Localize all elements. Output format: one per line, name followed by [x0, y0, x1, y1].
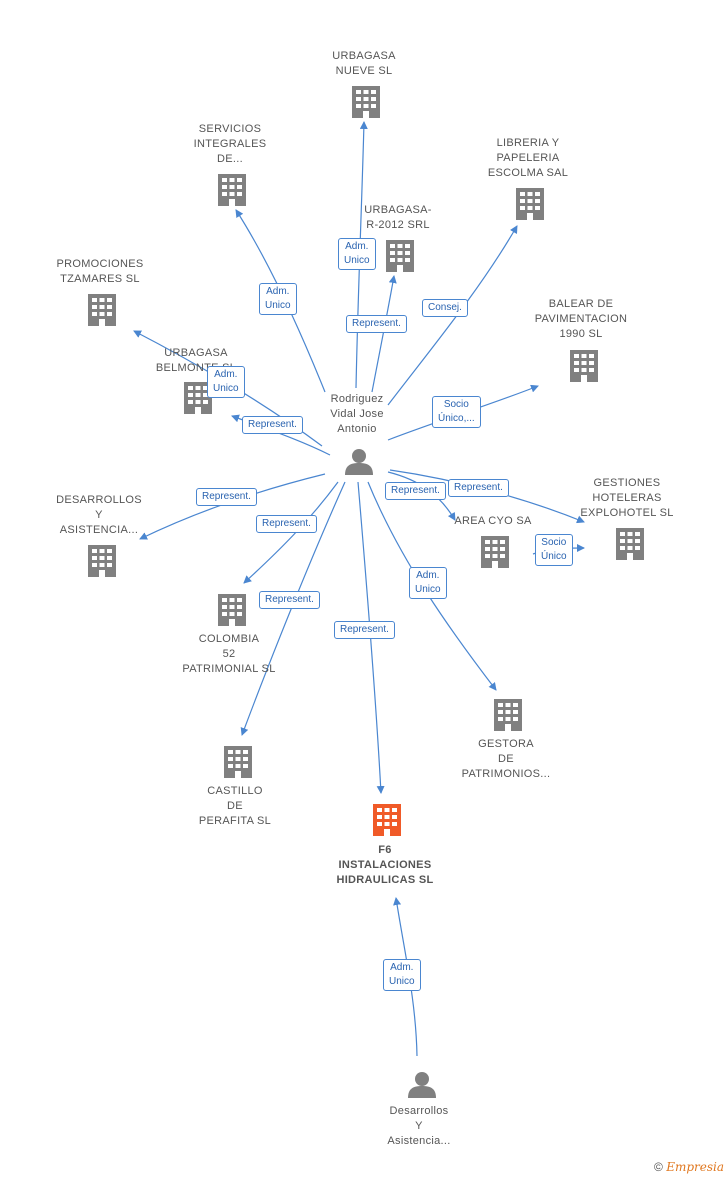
desarrollos-asistencia-person-person-icon[interactable] [408, 1072, 436, 1098]
node-label-balear-pavimentacion[interactable]: BALEAR DE PAVIMENTACION 1990 SL [534, 298, 628, 340]
node-label-urbagasa-belmonte[interactable]: URBAGASA BELMONTE SL [155, 347, 236, 374]
edge-label-represent-colombia[interactable]: Represent. [256, 515, 317, 533]
node-label-area-cyo[interactable]: AREA CYO SA [454, 515, 532, 527]
edge-label-represent-gestiones[interactable]: Represent. [448, 479, 509, 497]
node-label-libreria-papeleria[interactable]: LIBRERIA Y PAPELERIA ESCOLMA SAL [487, 137, 569, 179]
node-label-urbagasa-r2012[interactable]: URBAGASA- R-2012 SRL [364, 204, 432, 231]
node-label-desarrollos-asistencia-person[interactable]: Desarrollos Y Asistencia... [387, 1105, 451, 1147]
edge-label-represent-area[interactable]: Represent. [385, 482, 446, 500]
edge-libreria [387, 225, 518, 406]
edge-colombia [243, 481, 339, 584]
edge-label-represent-r2012[interactable]: Represent. [346, 315, 407, 333]
node-label-castillo-perafita[interactable]: CASTILLO DE PERAFITA SL [198, 785, 272, 827]
brand-logo: Empresia [666, 1160, 724, 1174]
castillo-perafita-building-icon[interactable] [224, 746, 252, 778]
edge-label-represent-castillo[interactable]: Represent. [259, 591, 320, 609]
node-label-gestiones-hoteleras[interactable]: GESTIONES HOTELERAS EXPLOHOTEL SL [580, 477, 674, 519]
edge-label-represent-promociones[interactable]: Represent. [242, 416, 303, 434]
node-label-promociones-tzamares[interactable]: PROMOCIONES TZAMARES SL [56, 258, 144, 285]
urbagasa-r2012-building-icon[interactable] [386, 240, 414, 272]
edge-label-adm-unico-f6[interactable]: Adm. Unico [383, 959, 421, 991]
node-label-f6-instalaciones[interactable]: F6 INSTALACIONES HIDRAULICAS SL [336, 844, 434, 886]
edge-label-socio-balear[interactable]: Socio Único,... [432, 396, 481, 428]
gestiones-hoteleras-building-icon[interactable] [616, 528, 644, 560]
node-label-rodriguez-vidal[interactable]: Rodriguez Vidal Jose Antonio [330, 393, 384, 435]
node-label-desarrollos-asistencia-company[interactable]: DESARROLLOS Y ASISTENCIA... [56, 494, 142, 536]
f6-instalaciones-building-icon[interactable] [373, 804, 401, 836]
credit: © Empresia [654, 1160, 724, 1174]
servicios-integrales-building-icon[interactable] [218, 174, 246, 206]
edge-label-socio-area-gestiones[interactable]: Socio Único [535, 534, 573, 566]
edge-label-adm-unico-nueve[interactable]: Adm. Unico [338, 238, 376, 270]
rodriguez-vidal-person-icon[interactable] [345, 449, 373, 475]
promociones-tzamares-building-icon[interactable] [88, 294, 116, 326]
node-label-servicios-integrales[interactable]: SERVICIOS INTEGRALES DE... [193, 123, 267, 165]
edge-urbagasa-r2012 [371, 275, 397, 393]
urbagasa-nueve-building-icon[interactable] [352, 86, 380, 118]
colombia-52-building-icon[interactable] [218, 594, 246, 626]
balear-pavimentacion-building-icon[interactable] [570, 350, 598, 382]
edge-label-represent-f6[interactable]: Represent. [334, 621, 395, 639]
edge-label-consej-libreria[interactable]: Consej. [422, 299, 468, 317]
edge-label-adm-unico-belmonte[interactable]: Adm. Unico [207, 366, 245, 398]
edge-castillo [240, 481, 346, 736]
gestora-patrimonios-building-icon[interactable] [494, 699, 522, 731]
desarrollos-asistencia-company-building-icon[interactable] [88, 545, 116, 577]
edge-label-adm-unico-servicios[interactable]: Adm. Unico [259, 283, 297, 315]
node-label-colombia-52[interactable]: COLOMBIA 52 PATRIMONIAL SL [182, 633, 276, 675]
area-cyo-building-icon[interactable] [481, 536, 509, 568]
libreria-papeleria-building-icon[interactable] [516, 188, 544, 220]
node-label-gestora-patrimonios[interactable]: GESTORA DE PATRIMONIOS... [461, 738, 551, 780]
node-label-urbagasa-nueve[interactable]: URBAGASA NUEVE SL [332, 50, 396, 77]
edge-label-represent-desarrollos[interactable]: Represent. [196, 488, 257, 506]
copyright-symbol: © [654, 1160, 663, 1174]
edge-f6 [357, 481, 385, 794]
edge-label-adm-unico-gestora[interactable]: Adm. Unico [409, 567, 447, 599]
